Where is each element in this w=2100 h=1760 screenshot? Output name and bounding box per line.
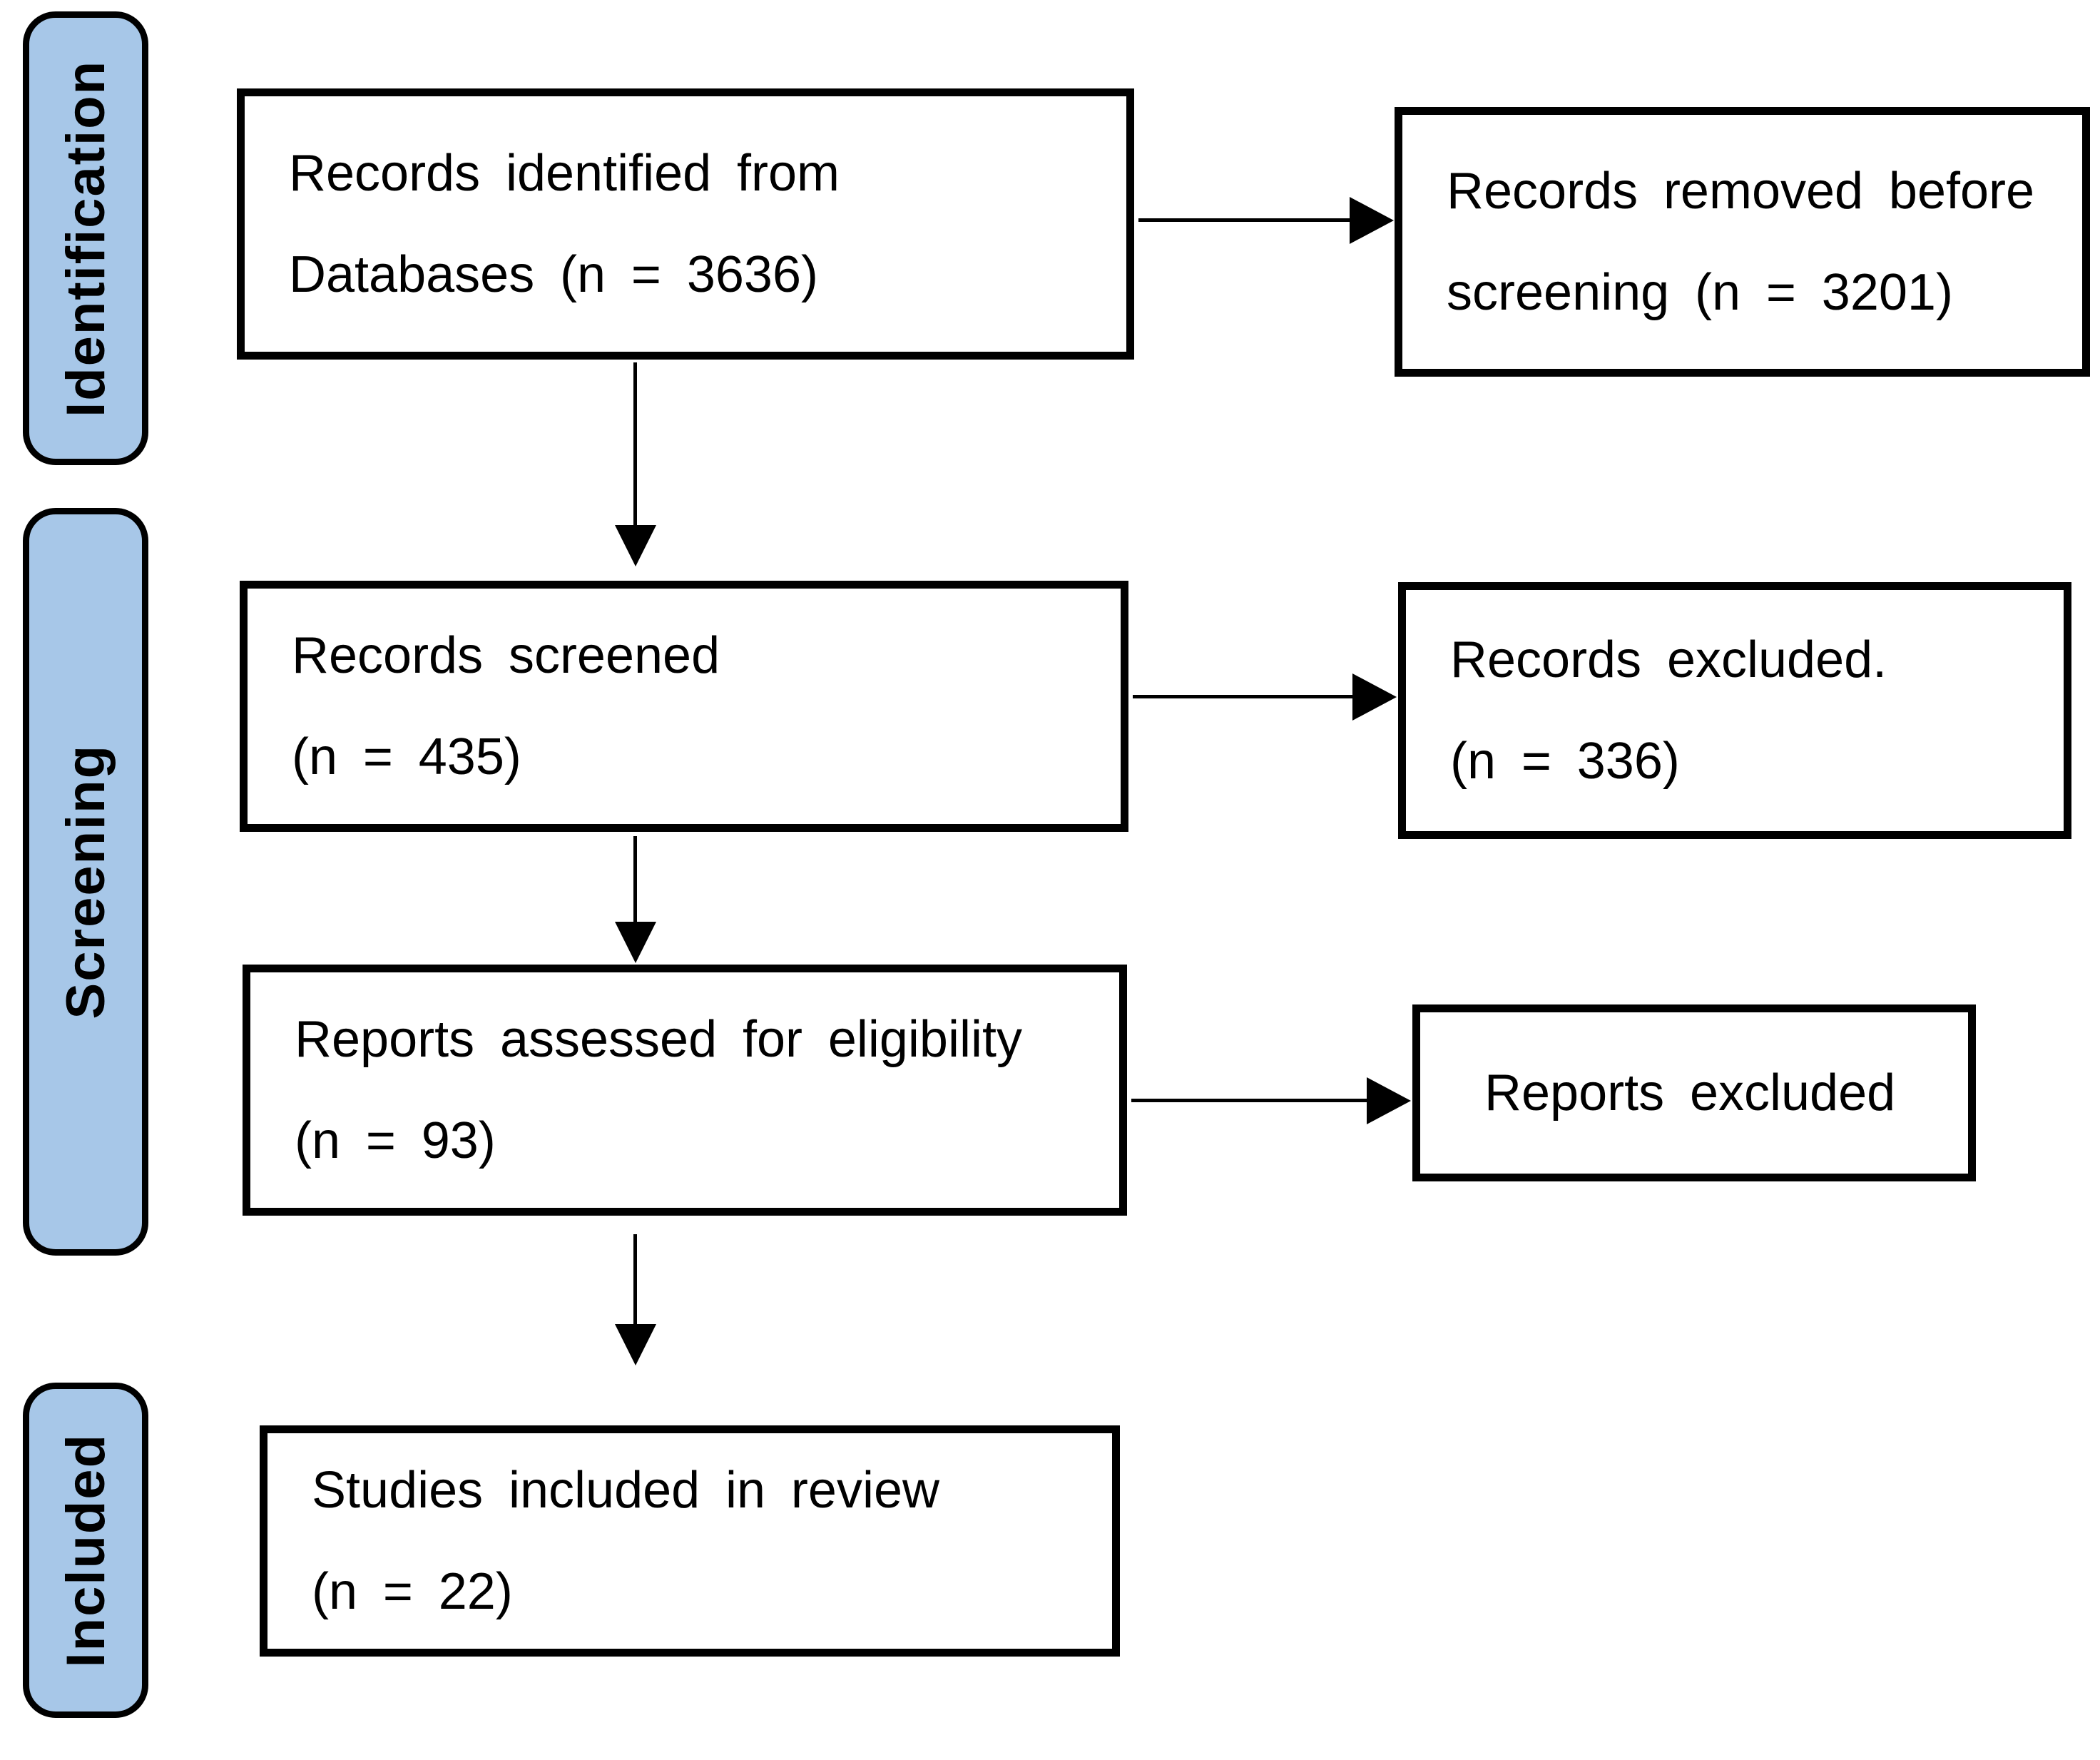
box-text-line: Records removed before [1447,163,2035,220]
box-text-line: (n = 93) [295,1112,496,1169]
box-text-line: Records screened [292,627,720,684]
box-text-line: (n = 336) [1450,733,1680,790]
box-reports-assessed: Reports assessed for eligibility (n = 93… [243,965,1127,1216]
arrow-head-icon [1350,197,1394,244]
box-text-line: Records excluded. [1450,631,1887,688]
stage-screening-label: Screening [55,744,116,1019]
stage-screening: Screening [23,508,148,1256]
box-text-line: Databases (n = 3636) [289,246,818,303]
box-text-line: Studies included in review [312,1462,939,1519]
box-records-screened: Records screened (n = 435) [240,581,1128,832]
arrow-line [1133,695,1354,698]
arrow-line [633,362,637,528]
box-records-excluded: Records excluded. (n = 336) [1398,582,2071,839]
arrow-head-icon [615,525,656,566]
box-text-line: screening (n = 3201) [1447,264,1953,321]
box-text-line: Records identified from [289,145,840,202]
box-text-line: Reports excluded [1484,1064,1896,1121]
stage-identification: Identification [23,11,148,465]
box-records-removed: Records removed before screening (n = 32… [1395,107,2090,377]
box-records-identified: Records identified from Databases (n = 3… [237,88,1134,360]
box-reports-excluded: Reports excluded [1412,1004,1976,1181]
stage-identification-label: Identification [55,59,116,417]
box-text-line: (n = 435) [292,728,521,785]
stage-included: Included [23,1383,148,1718]
arrow-line [1131,1099,1368,1102]
arrow-line [1138,218,1351,222]
box-text-line: (n = 22) [312,1563,513,1620]
arrow-head-icon [1352,673,1397,721]
arrow-line [633,836,637,925]
arrow-head-icon [615,922,656,963]
arrow-line [633,1234,637,1327]
box-studies-included: Studies included in review (n = 22) [260,1425,1120,1657]
stage-included-label: Included [55,1433,116,1668]
arrow-head-icon [1367,1077,1411,1124]
box-text-line: Reports assessed for eligibility [295,1011,1022,1068]
arrow-head-icon [615,1324,656,1365]
